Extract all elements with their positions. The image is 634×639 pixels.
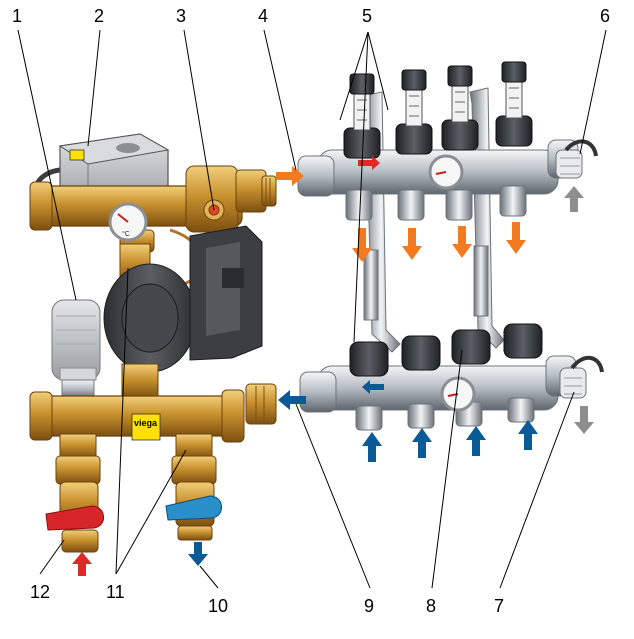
thermostatic-head [51,299,101,399]
cold-flow-arrow-icon [188,390,538,566]
callout-10: 10 [208,596,228,616]
internal-return-arrow-icon [362,380,384,394]
return-ball-valve [165,433,222,541]
air-vent-arrow-icon [564,186,594,434]
circulation-pump [103,225,263,399]
supply-union-nut [235,169,277,213]
callout-3: 3 [176,6,186,26]
leader-lines [17,29,607,589]
manifold-supply-thermometer [428,154,464,190]
supply-inlet-arrow-icon [72,552,92,576]
return-valve-cap[interactable] [451,329,491,365]
red-valve-handle[interactable] [45,505,104,531]
hot-flow-arrow-icon [276,166,526,262]
callout-5: 5 [362,6,372,26]
mixing-station: °C [29,133,277,553]
callout-2: 2 [94,6,104,26]
return-union-nut [245,383,277,425]
actuator-label-icon [69,149,85,161]
callout-9: 9 [364,596,374,616]
blue-valve-handle[interactable] [165,495,222,521]
callout-4: 4 [258,6,268,26]
callout-1: 1 [12,6,22,26]
callout-12: 12 [30,582,50,602]
distribution-manifold [297,61,604,431]
return-valve-cap[interactable] [401,335,441,371]
supply-ball-valve [45,433,104,553]
return-air-vent [559,356,604,399]
flow-meter[interactable] [343,73,381,159]
return-valve-cap[interactable] [503,323,543,359]
gauge-unit-label: °C [122,230,130,238]
callout-7: 7 [494,596,504,616]
callout-6: 6 [600,6,610,26]
supply-air-vent [555,139,598,179]
callout-11: 11 [106,582,125,602]
supply-outlets [345,185,527,221]
callout-numbers: 1 2 3 4 5 6 7 8 9 10 11 12 [12,6,610,616]
viega-badge: viega [131,413,161,441]
brand-label: viega [134,418,158,428]
internal-flow-arrow-icon [358,156,380,170]
flow-meter[interactable] [395,69,433,155]
flow-meter[interactable] [495,61,533,147]
callout-8: 8 [426,596,436,616]
return-valve-cap[interactable] [349,341,389,377]
flow-meter[interactable] [441,65,479,151]
return-outlet-fitting [299,371,337,413]
